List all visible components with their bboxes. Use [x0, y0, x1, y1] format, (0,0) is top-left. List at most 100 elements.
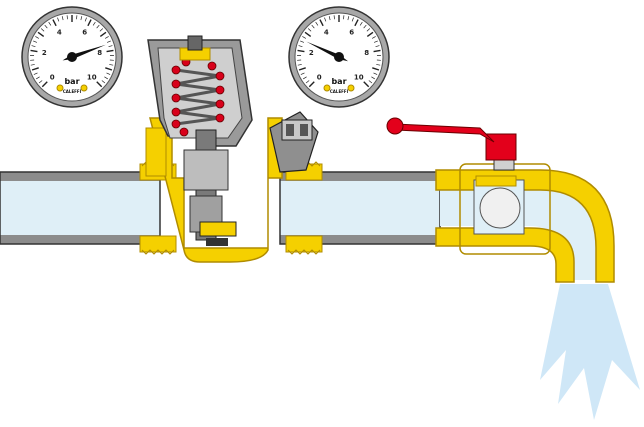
gauge-tick: [315, 21, 319, 26]
gauge-tick: [108, 45, 113, 48]
gauge-tick: [106, 40, 111, 43]
gauge-tick: [363, 81, 370, 88]
gauge-hub: [67, 52, 77, 62]
pressure-reducer-valve-icon: [145, 35, 319, 263]
gauge-unit: bar: [331, 77, 346, 86]
gauge-tick: [38, 80, 43, 84]
gauge-tick: [101, 80, 106, 84]
gauge-tick: [92, 21, 96, 26]
gauge-tick: [84, 17, 87, 22]
gauge-tick: [359, 21, 363, 26]
gauge-tick: [31, 67, 39, 71]
gauge-tick: [324, 17, 327, 22]
gauge-tick: [366, 28, 371, 32]
gauge-brand: CALEFFI: [330, 89, 349, 94]
gauge-tick: [300, 40, 305, 43]
gauge-tick-label: 10: [354, 73, 364, 81]
gauge-tick: [109, 64, 114, 66]
gauge-tick: [41, 81, 48, 88]
gauge-tick: [351, 17, 354, 22]
gauge-tick: [104, 36, 109, 39]
ball-valve-icon: [386, 117, 615, 283]
gauge-tick: [311, 24, 315, 29]
gauge-tick: [104, 76, 108, 80]
gauge-tick-label: 10: [87, 73, 97, 81]
gauge-tick: [36, 76, 40, 80]
gauge-tick: [298, 45, 303, 48]
gauge-port: [269, 111, 319, 173]
gauge-tick: [106, 49, 114, 53]
gauge-tick: [40, 28, 45, 32]
gauge-tick: [99, 31, 107, 37]
gauge-tick: [347, 16, 350, 21]
gauge-tick: [300, 72, 305, 75]
gauge-tick: [375, 45, 380, 48]
gauge-dot: [323, 84, 331, 92]
gauge-tick: [308, 81, 315, 88]
gauge-brand: CALEFFI: [63, 89, 82, 94]
gauge-tick: [99, 28, 104, 32]
gauge-tick: [30, 64, 35, 66]
gauge-tick: [80, 16, 83, 21]
gauge-tick: [96, 81, 103, 88]
gauge-tick: [373, 72, 378, 75]
gauge-tick-label: 6: [349, 29, 354, 37]
gauge-hub: [334, 52, 344, 62]
gauge-tick: [57, 17, 60, 22]
gauge-unit: bar: [64, 77, 79, 86]
gauge-tick: [297, 64, 302, 66]
gauge-tick-label: 8: [364, 49, 369, 57]
gauge-tick: [373, 40, 378, 43]
gauge-tick: [52, 19, 57, 27]
gauge-tick: [61, 16, 64, 21]
valve-handle: [386, 117, 517, 161]
gauge-tick-label: 4: [57, 29, 62, 37]
gauge-tick-label: 0: [317, 73, 322, 81]
gauge-tick-label: 8: [97, 49, 102, 57]
gauge-tick: [304, 31, 312, 37]
gauge-tick: [371, 36, 376, 39]
gauge-tick: [319, 19, 324, 27]
gauge-tick: [363, 24, 367, 29]
gauge-tick: [33, 72, 38, 75]
gauge-tick-label: 2: [309, 49, 314, 57]
gauge-tick: [96, 24, 100, 29]
gauge-tick: [307, 28, 312, 32]
gauge-tick: [373, 49, 381, 53]
gauge-tick: [30, 49, 38, 53]
gauge-tick: [37, 31, 45, 37]
gauge-dot: [56, 84, 64, 92]
gauge-tick: [354, 19, 359, 27]
gauge-tick: [35, 36, 40, 39]
gauge-tick: [298, 67, 306, 71]
gauge-tick-label: 6: [82, 29, 87, 37]
gauge-tick-label: 2: [42, 49, 47, 57]
gauge-tick: [328, 16, 331, 21]
gauge-tick: [33, 40, 38, 43]
gauge-tick-label: 4: [324, 29, 329, 37]
gauge-tick: [44, 24, 48, 29]
gauge-tick: [305, 80, 310, 84]
gauge-tick: [31, 45, 36, 48]
gauge-tick: [371, 76, 375, 80]
gauge-tick: [105, 67, 113, 71]
gauge-tick-label: 0: [50, 73, 55, 81]
gauge-tick: [368, 80, 373, 84]
gauge-tick: [366, 31, 374, 37]
gauge-tick: [87, 19, 92, 27]
gauge-tick: [297, 49, 305, 53]
gauge-tick: [372, 67, 380, 71]
water-spray-icon: [540, 284, 640, 420]
gauge-dot: [80, 84, 88, 92]
gauge-tick: [302, 36, 307, 39]
gauge-tick: [376, 64, 381, 66]
gauge-tick: [303, 76, 307, 80]
gauge-tick: [48, 21, 52, 26]
gauge-dot: [347, 84, 355, 92]
gauge-tick: [106, 72, 111, 75]
